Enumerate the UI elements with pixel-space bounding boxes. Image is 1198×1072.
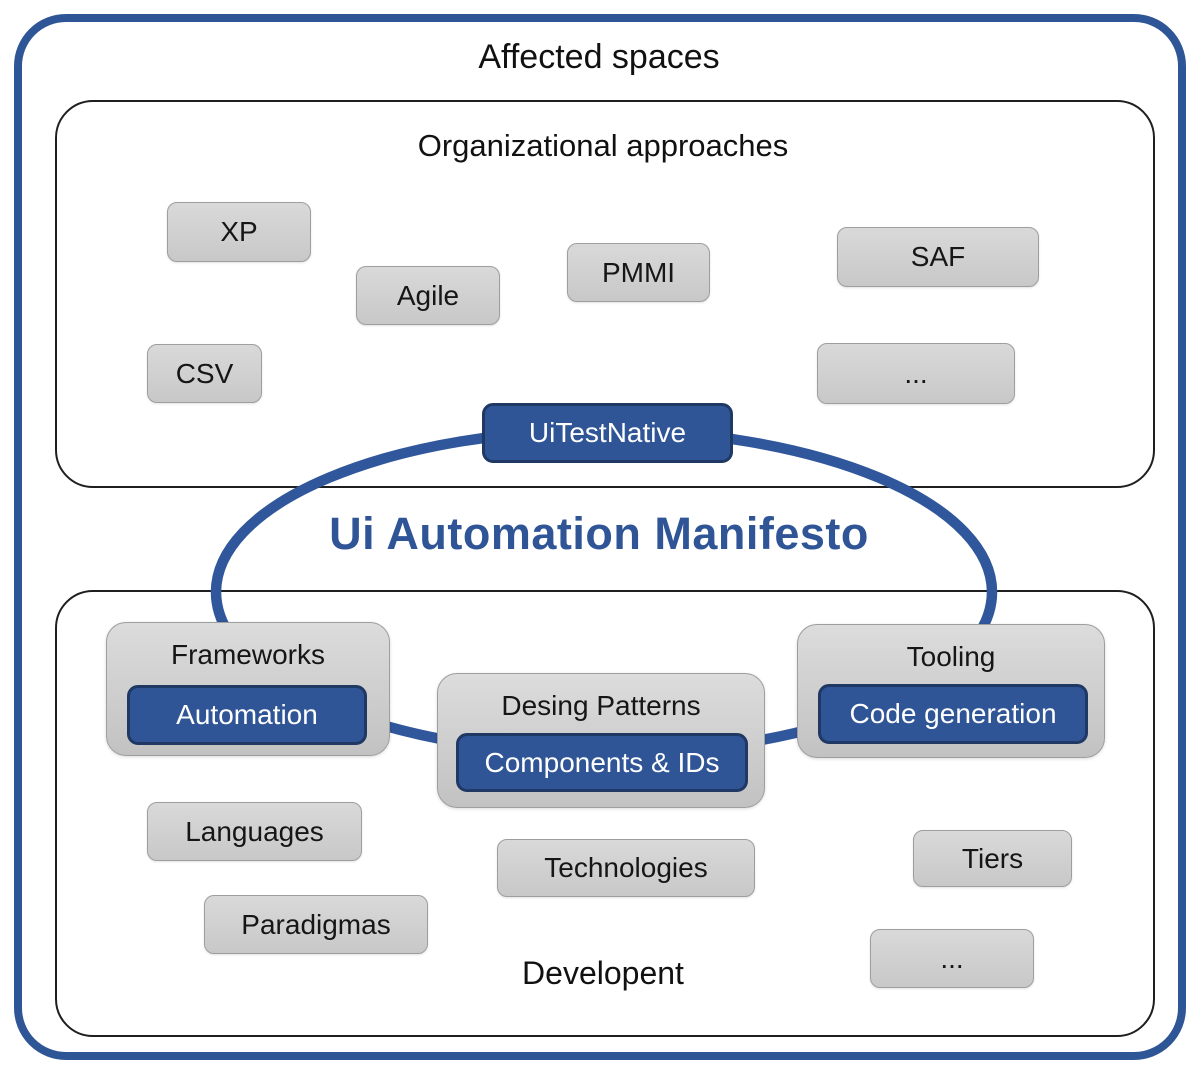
chip-uitestnative: UiTestNative bbox=[482, 403, 733, 463]
organizational-section-title: Organizational approaches bbox=[417, 128, 789, 163]
chip-technologies: Technologies bbox=[497, 839, 755, 897]
group-desing-patterns-label: Desing Patterns bbox=[501, 690, 701, 721]
group-desing-patterns: Desing Patterns Components & IDs bbox=[437, 673, 765, 808]
chip-tiers: Tiers bbox=[913, 830, 1072, 887]
chip-pmmi: PMMI bbox=[567, 243, 710, 302]
chip-ellipsis-organizational: ... bbox=[817, 343, 1015, 404]
chip-ellipsis-development: ... bbox=[870, 929, 1034, 988]
chip-agile: Agile bbox=[356, 266, 500, 325]
page-title: Affected spaces bbox=[478, 38, 720, 76]
chip-csv: CSV bbox=[147, 344, 262, 403]
chip-automation: Automation bbox=[127, 685, 367, 745]
group-tooling: Tooling Code generation bbox=[797, 624, 1105, 758]
chip-saf: SAF bbox=[837, 227, 1039, 287]
group-frameworks: Frameworks Automation bbox=[106, 622, 390, 756]
chip-code-generation: Code generation bbox=[818, 684, 1088, 744]
chip-components-and-ids: Components & IDs bbox=[456, 733, 748, 792]
group-frameworks-label: Frameworks bbox=[170, 639, 325, 670]
manifesto-title: Ui Automation Manifesto bbox=[329, 508, 869, 559]
affected-spaces-frame bbox=[14, 14, 1186, 1060]
chip-paradigmas: Paradigmas bbox=[204, 895, 428, 954]
group-tooling-label: Tooling bbox=[906, 641, 996, 672]
chip-xp: XP bbox=[167, 202, 311, 262]
chip-languages: Languages bbox=[147, 802, 362, 861]
development-section-title: Developent bbox=[522, 955, 684, 991]
